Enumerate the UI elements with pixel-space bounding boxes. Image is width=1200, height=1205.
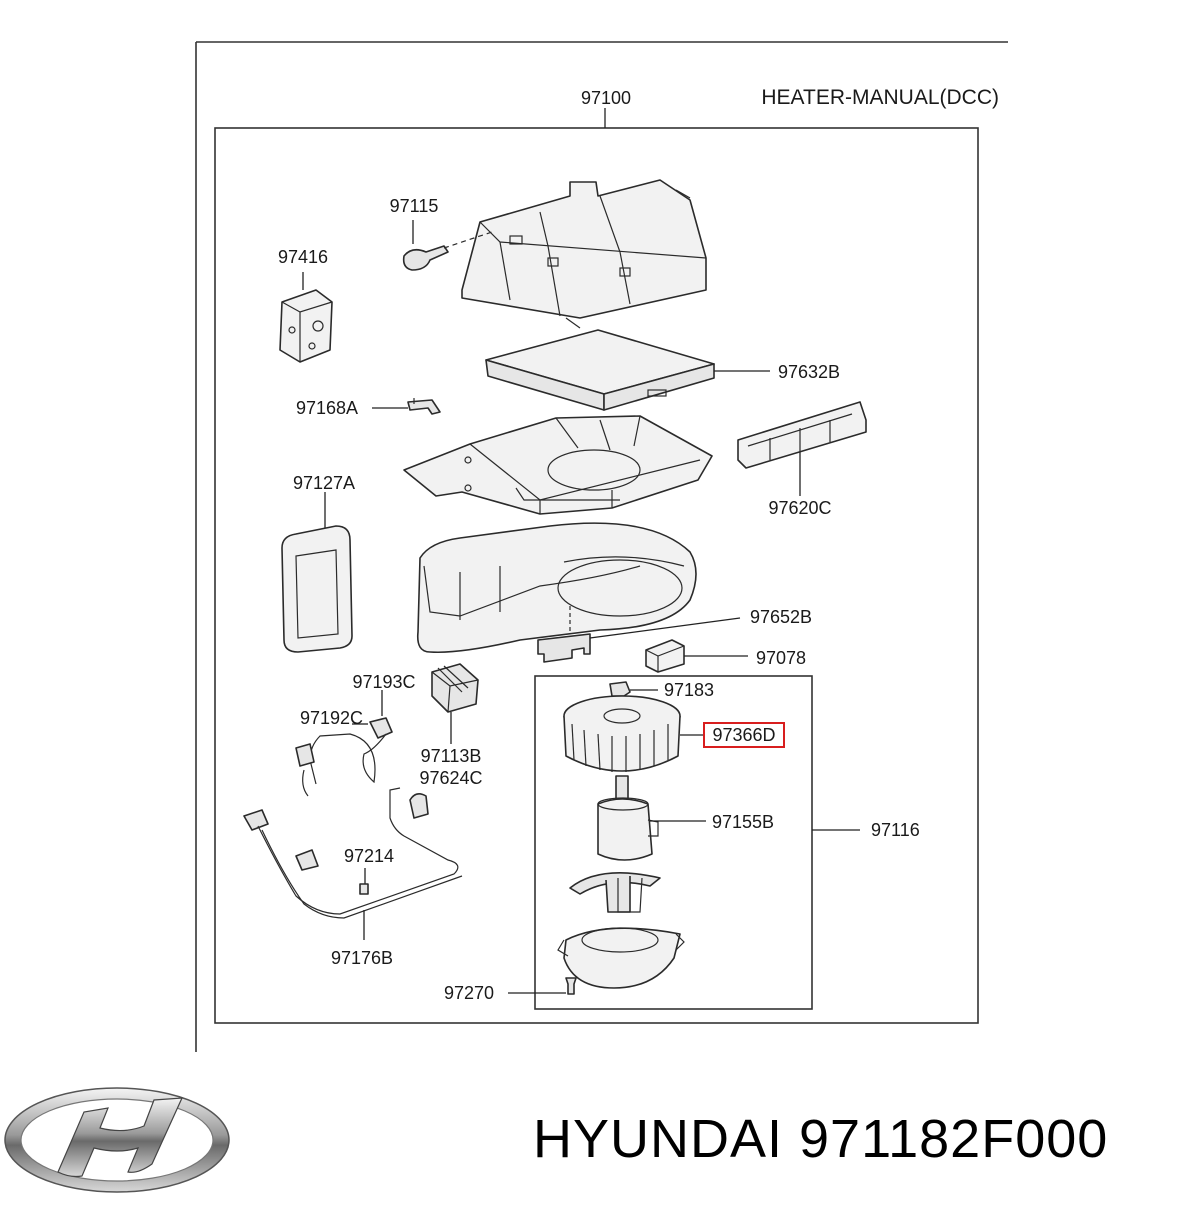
wiring-97192C	[295, 690, 393, 797]
label-97116: 97116	[871, 820, 920, 840]
label-97416: 97416	[278, 247, 328, 267]
label-97168A: 97168A	[296, 398, 358, 418]
seal-97127A	[281, 492, 353, 653]
fan-wheel-97366D	[563, 695, 704, 772]
panel-97620C	[737, 401, 867, 496]
harness-97176B	[243, 787, 463, 940]
label-97366D: 97366D	[712, 725, 775, 745]
assembly-frame	[214, 127, 979, 1024]
label-97176B: 97176B	[331, 948, 393, 968]
label-97214: 97214	[344, 846, 394, 866]
diagram-title: HEATER-MANUAL(DCC)	[761, 86, 999, 109]
label-97078: 97078	[756, 648, 806, 668]
part-caption: HYUNDAI 971182F000	[533, 1109, 1109, 1169]
clip-97168A	[372, 398, 441, 415]
lower-blower-housing	[557, 927, 685, 989]
resistor-97113B	[431, 663, 479, 744]
clip-97183	[609, 681, 658, 697]
label-97620C: 97620C	[768, 498, 831, 518]
actuator-97416	[279, 272, 333, 363]
air-filter-97632B	[485, 329, 770, 411]
label-97270: 97270	[444, 983, 494, 1003]
highlight-box-97366D	[703, 722, 785, 748]
label-97155B: 97155B	[712, 812, 774, 832]
motor-mount-plate	[569, 872, 661, 913]
screw-97270	[508, 977, 577, 995]
label-97632B: 97632B	[778, 362, 840, 382]
blower-subassembly-frame	[534, 675, 813, 1010]
label-97113B: 97113B	[421, 746, 482, 766]
label-97193C: 97193C	[352, 672, 415, 692]
relay-97078	[645, 639, 748, 673]
label-97624C: 97624C	[419, 768, 482, 788]
bracket-97652B	[537, 606, 741, 663]
label-97127A: 97127A	[293, 473, 355, 493]
screw-97115	[402, 220, 493, 271]
label-97183: 97183	[664, 680, 714, 700]
motor-97155B	[597, 775, 706, 861]
label-97192C: 97192C	[300, 708, 363, 728]
hyundai-logo	[4, 1087, 230, 1193]
assembly-code-label: 97100	[581, 88, 631, 108]
upper-heater-case	[461, 179, 707, 329]
label-97115: 97115	[390, 196, 439, 216]
intake-case	[403, 415, 713, 515]
blower-housing	[416, 522, 697, 654]
label-97652B: 97652B	[750, 607, 812, 627]
